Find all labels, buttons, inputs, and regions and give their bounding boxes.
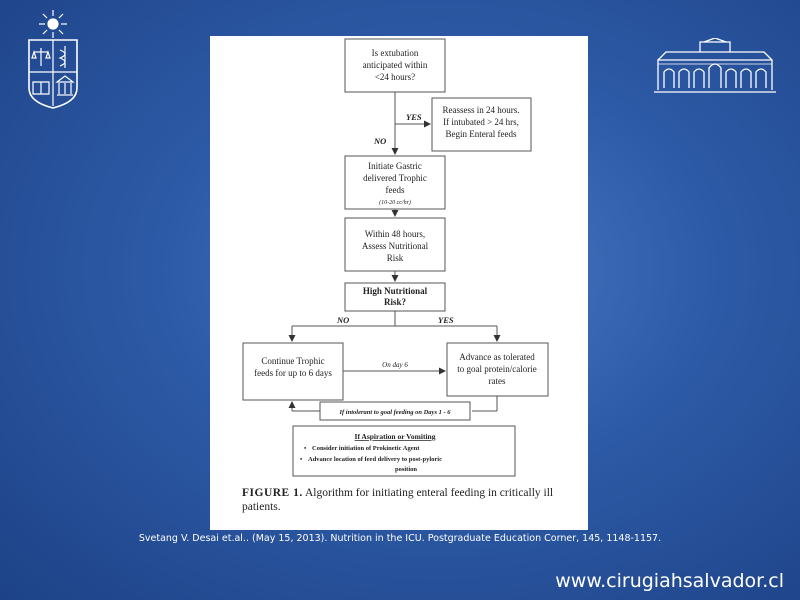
aspiration-item-1: Consider initiation of Prokinetic Agent — [312, 445, 420, 452]
risk-line-2: Risk? — [384, 297, 406, 307]
building-logo — [654, 38, 776, 93]
reassess-line-2: If intubated > 24 hrs, — [443, 117, 519, 127]
aspiration-item-3: position — [395, 466, 417, 473]
university-crest-logo — [28, 10, 78, 109]
aspiration-item-2: Advance location of feed delivery to pos… — [308, 456, 442, 463]
no-label: NO — [373, 136, 386, 146]
intolerant-label: If intolerant to goal feeding on Days 1 … — [338, 409, 451, 416]
aspiration-title: If Aspiration or Vomiting — [355, 432, 436, 441]
assess-line-2: Assess Nutritional — [362, 241, 429, 251]
advance-line-2: to goal protein/calorie — [457, 364, 536, 374]
advance-line-1: Advance as tolerated — [459, 352, 535, 362]
shield-icon — [28, 39, 78, 109]
website-url[interactable]: www.cirugiahsalvador.cl — [555, 570, 784, 592]
advance-line-3: rates — [489, 376, 506, 386]
citation-text: Svetang V. Desai et.al.. (May 15, 2013).… — [138, 533, 662, 544]
figure-caption-text: Algorithm for initiating enteral feeding… — [242, 487, 554, 513]
aspiration-box — [292, 425, 516, 477]
continue-line-1: Continue Trophic — [261, 356, 324, 366]
day6-label: On day 6 — [382, 361, 408, 369]
yes-label: YES — [406, 112, 422, 122]
continue-line-2: feeds for up to 6 days — [254, 368, 332, 378]
initiate-note: (10-20 cc/hr) — [379, 199, 411, 206]
caduceus-icon — [58, 46, 66, 68]
initiate-line-1: Initiate Gastric — [368, 161, 422, 171]
book-icon — [32, 81, 50, 95]
bullet-icon: • — [300, 456, 303, 463]
reassess-line-3: Begin Enteral feeds — [446, 129, 517, 139]
extubation-line-1: Is extubation — [372, 48, 419, 58]
initiate-line-2: delivered Trophic — [363, 173, 427, 183]
reassess-box — [431, 97, 532, 152]
assess-line-3: Risk — [387, 253, 404, 263]
figure-caption: FIGURE 1. Algorithm for initiating enter… — [242, 486, 572, 514]
temple-icon — [55, 75, 75, 96]
extubation-line-2: anticipated within — [363, 60, 428, 70]
figure-caption-label: FIGURE 1. — [242, 487, 303, 499]
algorithm-figure: Is extubation anticipated within <24 hou… — [210, 36, 588, 530]
reassess-line-1: Reassess in 24 hours. — [443, 105, 520, 115]
risk-line-1: High Nutritional — [363, 286, 428, 296]
window-arches-icon — [663, 63, 767, 88]
scales-icon — [31, 48, 51, 66]
bullet-icon: • — [304, 445, 307, 452]
extubation-line-3: <24 hours? — [375, 72, 415, 82]
assess-line-1: Within 48 hours, — [365, 229, 425, 239]
sun-rays-icon — [39, 10, 67, 38]
no-branch-label: NO — [336, 315, 349, 325]
yes-branch-label: YES — [438, 315, 454, 325]
initiate-line-3: feeds — [386, 185, 405, 195]
